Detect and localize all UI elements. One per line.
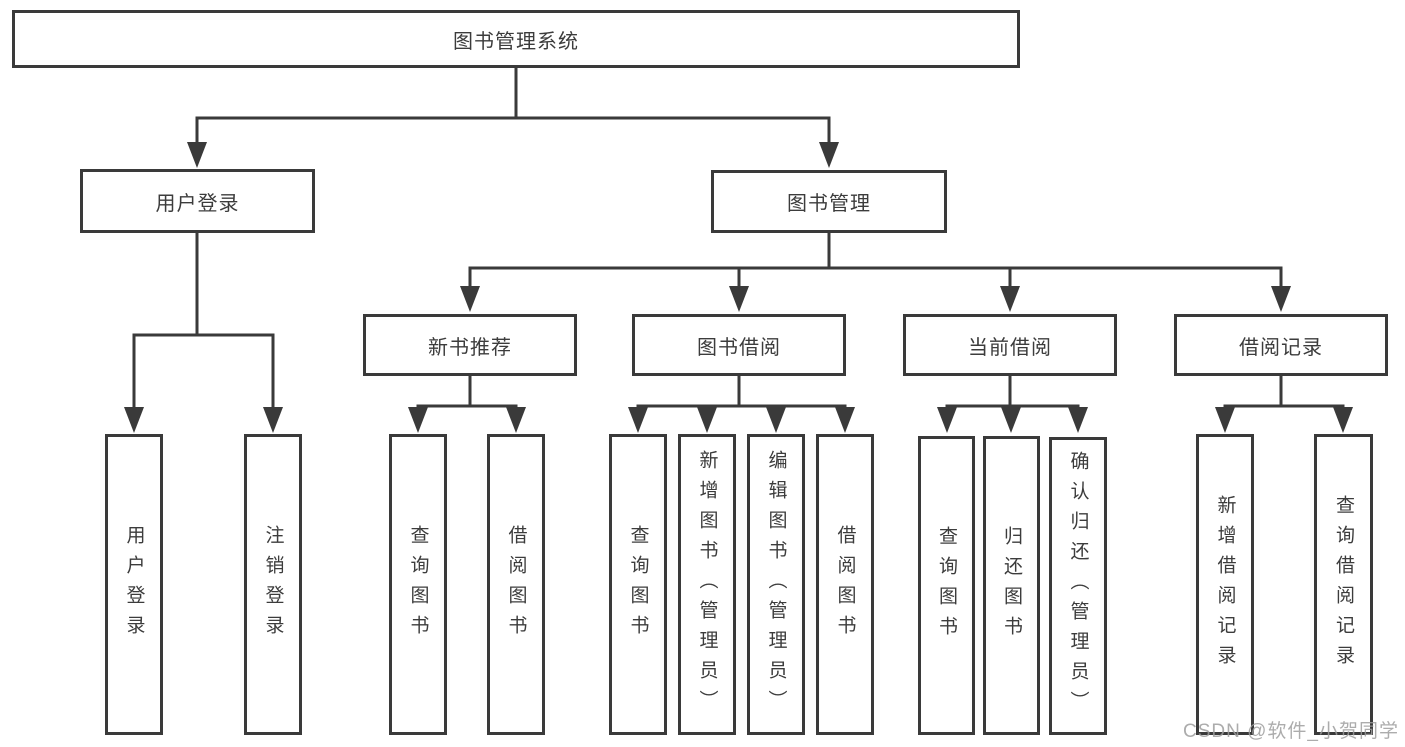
- node-root-label: 图书管理系统: [453, 30, 579, 53]
- leaf-confirm-return-admin-label: 确认归还（管理员）: [1067, 451, 1089, 721]
- leaf-query-borrow-record: 查询借阅记录: [1314, 434, 1373, 735]
- leaf-query-borrow-record-label: 查询借阅记录: [1333, 494, 1354, 675]
- node-book-management-label: 图书管理: [787, 193, 871, 215]
- node-new-book-recommend: 新书推荐: [363, 314, 577, 376]
- node-user-login: 用户登录: [80, 169, 315, 233]
- node-current-borrow-label: 当前借阅: [968, 336, 1052, 359]
- leaf-logout: 注销登录: [244, 434, 302, 735]
- leaf-add-borrow-record: 新增借阅记录: [1196, 434, 1254, 735]
- node-new-book-recommend-label: 新书推荐: [428, 336, 512, 359]
- node-book-management: 图书管理: [711, 170, 947, 233]
- node-borrow-record-label: 借阅记录: [1239, 336, 1323, 359]
- node-current-borrow: 当前借阅: [903, 314, 1117, 376]
- leaf-current-query-book-label: 查询图书: [936, 525, 957, 646]
- leaf-add-book-admin-label: 新增图书（管理员）: [696, 449, 718, 720]
- leaf-logout-label: 注销登录: [262, 524, 284, 645]
- leaf-confirm-return-admin: 确认归还（管理员）: [1049, 437, 1107, 735]
- leaf-add-borrow-record-label: 新增借阅记录: [1214, 494, 1236, 675]
- leaf-recommend-borrow-book-label: 借阅图书: [505, 524, 527, 645]
- leaf-user-login: 用户登录: [105, 434, 163, 735]
- leaf-edit-book-admin-label: 编辑图书（管理员）: [765, 449, 787, 720]
- leaf-borrow-book-label: 借阅图书: [834, 524, 856, 645]
- leaf-borrow-book: 借阅图书: [816, 434, 874, 735]
- leaf-recommend-query-book: 查询图书: [389, 434, 447, 735]
- node-book-borrow: 图书借阅: [632, 314, 846, 376]
- leaf-return-book-label: 归还图书: [1001, 525, 1022, 646]
- node-borrow-record: 借阅记录: [1174, 314, 1388, 376]
- leaf-return-book: 归还图书: [983, 436, 1040, 735]
- leaf-borrow-query-book: 查询图书: [609, 434, 667, 735]
- leaf-add-book-admin: 新增图书（管理员）: [678, 434, 736, 735]
- leaf-recommend-borrow-book: 借阅图书: [487, 434, 545, 735]
- leaf-recommend-query-book-label: 查询图书: [407, 524, 429, 645]
- csdn-watermark: CSDN @软件_小贺同学: [1183, 721, 1399, 742]
- node-user-login-label: 用户登录: [155, 192, 240, 215]
- arrowheads: [124, 142, 1353, 433]
- leaf-borrow-query-book-label: 查询图书: [627, 524, 649, 645]
- leaf-edit-book-admin: 编辑图书（管理员）: [747, 434, 805, 735]
- node-book-borrow-label: 图书借阅: [697, 336, 781, 359]
- leaf-user-login-label: 用户登录: [123, 524, 145, 645]
- leaf-current-query-book: 查询图书: [918, 436, 975, 735]
- node-root: 图书管理系统: [12, 10, 1020, 68]
